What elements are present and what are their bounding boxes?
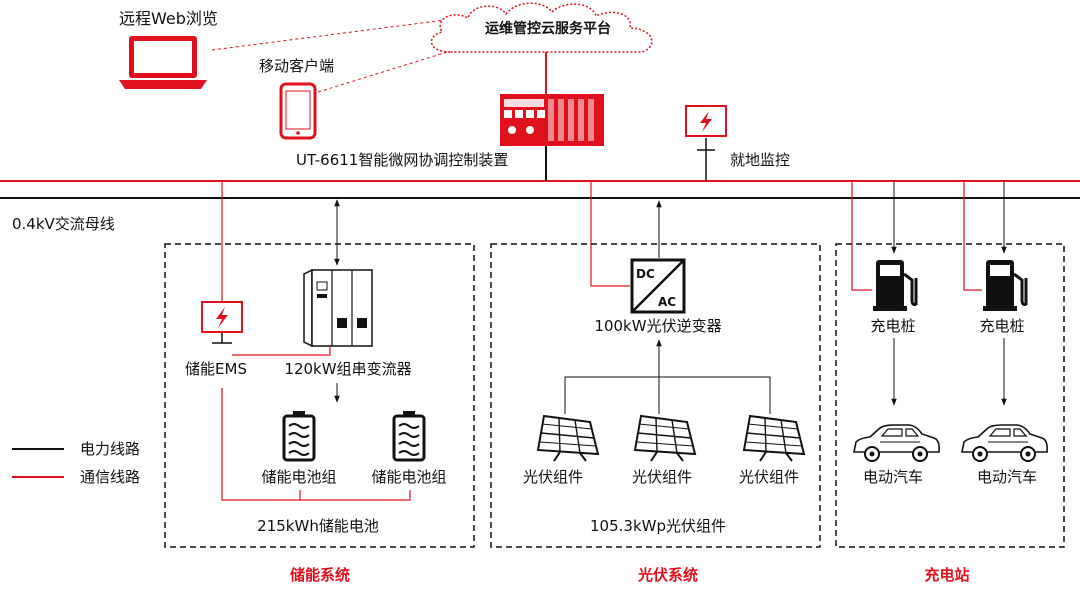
solar-panel-icon [742,414,806,462]
ems-monitor-icon [201,301,243,333]
pv-system-box [490,243,821,548]
legend-power-label: 电力线路 [80,440,141,458]
storage-system-box [164,243,475,548]
solar-panel-icon [536,414,600,462]
laptop-icon [119,36,207,89]
mobile-phone-icon [279,82,317,140]
inverter-ac-text: AC [658,295,676,309]
controller-device-icon [500,94,604,146]
converter-label: 120kW组串变流器 [284,360,412,378]
charging-station-title: 充电站 [924,566,970,584]
electric-car-icon [961,424,1048,462]
link-mobile-cloud [317,44,471,93]
controller-label: UT-6611智能微网协调控制装置 [296,151,509,169]
charging-station-box [835,243,1065,548]
pv-module-label: 光伏组件 [522,468,584,486]
inverter-label: 100kW光伏逆变器 [594,317,722,335]
charging-pile-icon [983,260,1028,311]
pv-module-label: 光伏组件 [738,468,800,486]
pv-system-title: 光伏系统 [637,566,699,584]
electric-car-icon [853,424,940,462]
pv-total-label: 105.3kWp光伏组件 [590,517,726,535]
ems-label: 储能EMS [185,360,247,378]
charging-pile-icon [873,260,918,311]
battery-icon [392,411,426,462]
remote-web-label: 远程Web浏览 [119,9,218,28]
cloud-platform-label: 运维管控云服务平台 [485,21,611,37]
cloud-icon [430,2,653,53]
pv-module-label: 光伏组件 [631,468,693,486]
converter-cabinet-icon [303,268,373,348]
storage-total-label: 215kWh储能电池 [257,517,379,535]
charging-pile-label: 充电桩 [870,317,916,335]
local-monitor-label: 就地监控 [730,151,791,169]
legend-comm-label: 通信线路 [80,468,141,486]
mobile-client-label: 移动客户端 [259,57,335,75]
storage-system-title: 储能系统 [289,566,351,584]
charging-pile-label: 充电桩 [979,317,1025,335]
electric-car-label: 电动汽车 [862,468,924,486]
local-monitor-icon [685,105,727,137]
solar-panel-icon [633,414,697,462]
link-web-cloud [211,19,446,51]
battery-icon [282,411,316,462]
electric-car-label: 电动汽车 [976,468,1038,486]
battery-label: 储能电池组 [261,468,337,486]
inverter-dc-text: DC [636,267,655,281]
battery-label: 储能电池组 [371,468,447,486]
inverter-icon: DC AC [630,258,686,314]
bus-label: 0.4kV交流母线 [12,215,115,233]
